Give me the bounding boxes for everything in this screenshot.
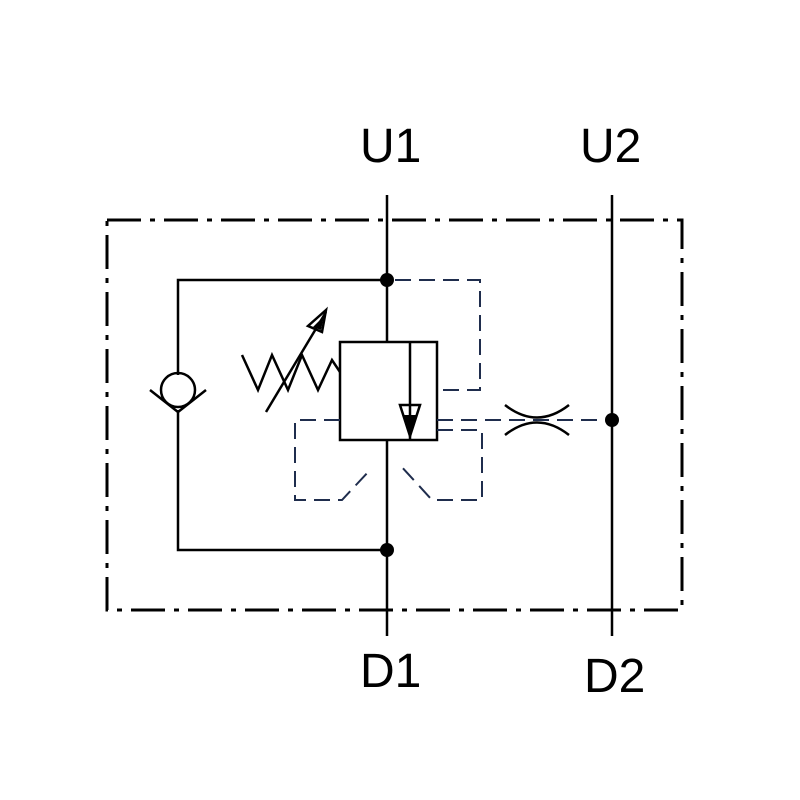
pilot-line-upper — [395, 279, 481, 391]
port-label-d2: D2 — [584, 650, 645, 703]
relief-valve-body — [338, 340, 439, 442]
check-valve-ball — [159, 371, 197, 409]
adjustable-spring — [240, 351, 342, 394]
bypass-line — [176, 278, 387, 375]
check-valve-symbol — [149, 371, 207, 414]
valve-flow-arrow — [398, 342, 422, 441]
port-label-d1: D1 — [360, 645, 421, 698]
port-label-u1: U1 — [360, 120, 421, 173]
pilot-line-right — [399, 429, 483, 501]
orifice-symbol — [504, 404, 570, 436]
pilot-lines — [294, 279, 605, 501]
junction-dot-u2 — [605, 413, 619, 427]
check-valve-seat — [149, 389, 207, 414]
junction-dot-upper — [380, 273, 394, 287]
pilot-line-left — [294, 419, 371, 501]
junction-dot-lower — [380, 543, 394, 557]
port-label-u2: U2 — [580, 120, 641, 173]
adjustment-arrow — [264, 306, 328, 413]
enclosure-boundary — [105, 218, 684, 612]
bypass-line-lower — [176, 410, 387, 552]
